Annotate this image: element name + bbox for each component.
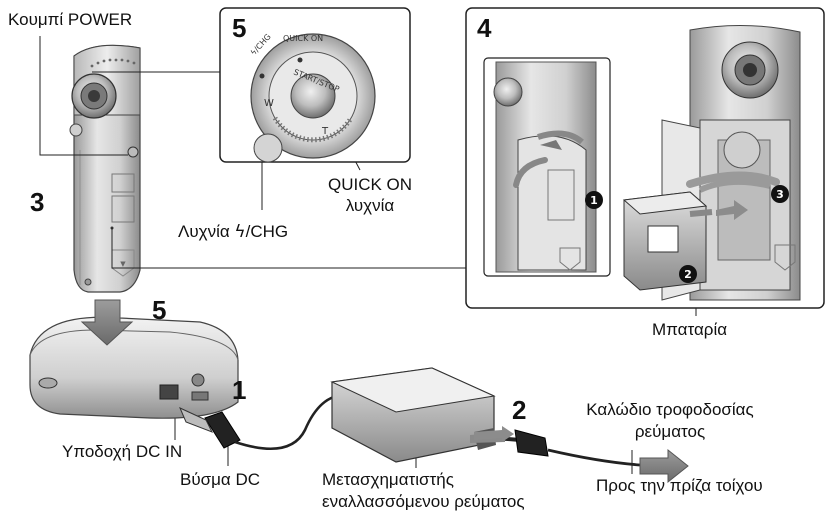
power-cord-label-line1: Καλώδιο τροφοδοσίας — [586, 400, 754, 419]
battery-pack — [622, 191, 713, 291]
chg-lamp-label: Λυχνία ϟ/CHG — [178, 222, 288, 242]
dc-plug — [179, 407, 241, 449]
camcorder-illustration: ▼ — [69, 44, 141, 293]
dial-quick-on-text: QUICK ON — [283, 34, 323, 43]
wall-outlet-label: Προς την πρίζα τοίχου — [596, 476, 763, 495]
step-4: 4 — [477, 13, 492, 43]
plug-in-arrow — [474, 426, 514, 442]
insert-arrow — [80, 299, 134, 346]
step-5-inset: 5 — [232, 13, 247, 43]
power-button-label: Κουμπί POWER — [8, 10, 133, 29]
ac-adaptor — [330, 367, 496, 463]
ac-adaptor-label-line2: εναλλασσόμενου ρεύματος — [322, 492, 525, 511]
camcorder-side-closeup — [493, 61, 597, 273]
callout-2: 2 — [684, 268, 692, 281]
power-cord-label-line2: ρεύματος — [634, 422, 706, 441]
flash-icon: ϟ — [234, 222, 246, 242]
step-3: 3 — [30, 187, 45, 217]
battery-label: Μπαταρία — [652, 320, 728, 339]
callout-3: 3 — [776, 188, 784, 201]
start-stop-dial — [250, 33, 376, 163]
dc-plug-label: Βύσμα DC — [180, 470, 261, 489]
dial-t-text: T — [321, 126, 329, 137]
to-wall-outlet-arrow — [639, 448, 689, 484]
insert-battery-arrow — [716, 200, 748, 220]
chg-lamp-suffix: /CHG — [245, 222, 289, 241]
step-5-cradle: 5 — [152, 295, 167, 325]
handycam-station-cradle — [29, 316, 239, 419]
quick-on-lamp-label-line2: λυχνία — [345, 196, 395, 215]
close-cover-arrow — [698, 178, 771, 193]
ac-adaptor-label-line1: Μετασχηματιστής — [322, 470, 454, 489]
chg-lamp-prefix: Λυχνία — [178, 222, 235, 241]
callout-1: 1 — [590, 194, 598, 207]
open-cover-arrow — [537, 130, 584, 145]
svg-text:▼: ▼ — [120, 260, 126, 268]
step-1: 1 — [232, 375, 247, 405]
step-2: 2 — [512, 395, 527, 425]
callout-circles — [585, 185, 789, 283]
dc-in-jack-label: Υποδοχή DC IN — [62, 442, 183, 461]
dial-w-text: W — [264, 98, 274, 109]
quick-on-lamp-label-line1: QUICK ON — [327, 175, 413, 194]
